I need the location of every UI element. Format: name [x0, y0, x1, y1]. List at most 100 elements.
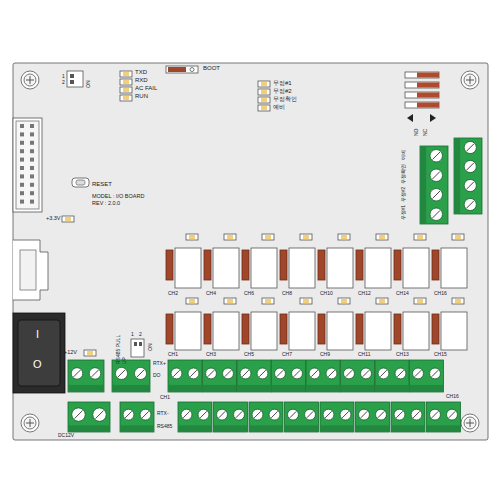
relay	[327, 312, 353, 350]
terminal-screw	[206, 368, 217, 379]
board-label: NC	[423, 129, 429, 136]
board-label: CH10	[320, 291, 333, 297]
led-body	[120, 95, 132, 101]
relay-driver	[432, 250, 439, 280]
switch-lever	[417, 83, 439, 88]
header-pin	[20, 183, 24, 187]
board-label: RESET	[92, 181, 112, 188]
terminal-screw	[240, 368, 251, 379]
terminal-block	[214, 402, 248, 432]
screw-slot	[30, 419, 31, 427]
header-pin	[20, 174, 24, 178]
terminal-block	[454, 138, 482, 214]
mount-screw	[464, 417, 476, 429]
board-label: O	[33, 358, 42, 370]
screw-slot	[225, 370, 232, 377]
reset-button	[72, 178, 89, 187]
arrow-symbol	[430, 114, 436, 122]
led-lens	[341, 235, 347, 239]
board-label: RXD	[135, 77, 148, 84]
terminal-block	[68, 360, 104, 392]
terminal-block	[237, 360, 271, 392]
led-lens	[379, 235, 385, 239]
screw-slot	[467, 163, 474, 170]
terminal-screw	[323, 409, 334, 420]
screw-slot	[380, 370, 387, 377]
terminal-screw	[394, 409, 405, 420]
board-label: CH8	[282, 291, 292, 297]
usb-port	[20, 250, 36, 290]
screw-slot	[277, 370, 284, 377]
screw-slot	[325, 411, 332, 418]
dip-switch	[67, 71, 83, 87]
terminal-lip	[214, 425, 248, 432]
terminal-screw	[309, 368, 320, 379]
terminal-block	[272, 360, 306, 392]
board-label: 무정#1	[273, 80, 292, 87]
terminal-block	[356, 402, 390, 432]
terminal-lip	[410, 385, 444, 392]
relay	[441, 312, 467, 350]
screw-slot	[467, 182, 474, 189]
screw-slot	[190, 370, 197, 377]
screw-slot	[449, 411, 456, 418]
screw-slot	[290, 411, 297, 418]
board-label: RS485 PULL UP	[116, 334, 127, 364]
led-lens	[261, 98, 267, 102]
board-label: TXD	[135, 69, 147, 76]
arrow-symbol	[407, 114, 413, 122]
led-lens	[379, 299, 385, 303]
screw-slot	[173, 370, 180, 377]
led-body	[186, 298, 198, 304]
screw-slot	[342, 411, 349, 418]
led-body	[262, 234, 274, 240]
terminal-screw	[198, 409, 209, 420]
screw-slot	[137, 370, 144, 377]
terminal-lip	[427, 425, 461, 432]
relay-driver	[280, 250, 287, 280]
relay-driver	[318, 250, 325, 280]
terminal-lip	[168, 385, 202, 392]
header-pin	[30, 158, 34, 162]
board-label: ON	[148, 344, 154, 352]
board-label: DO	[153, 373, 161, 379]
power-switch	[13, 313, 65, 393]
terminal-screw	[344, 368, 355, 379]
mount-hole	[461, 414, 479, 432]
terminal-lip	[178, 425, 212, 432]
terminal-screw	[252, 409, 263, 420]
led-body	[224, 234, 236, 240]
board-label: CH13	[396, 352, 409, 358]
board-label: CH3	[206, 352, 216, 358]
pin-header-inner	[16, 121, 39, 209]
led-body	[258, 89, 270, 95]
relay	[213, 312, 239, 350]
switch-body	[405, 92, 439, 98]
relay-driver	[204, 314, 211, 344]
screw-slot	[311, 370, 318, 377]
screw-slot	[397, 370, 404, 377]
relay	[213, 248, 239, 288]
relay-driver	[166, 314, 173, 344]
dip-lever	[70, 80, 74, 84]
board-label: CH16	[446, 394, 459, 400]
screw-slot	[470, 419, 471, 427]
terminal-lip	[391, 425, 425, 432]
dip-switch	[131, 339, 144, 357]
usb-connector	[13, 240, 48, 300]
led-body	[414, 298, 426, 304]
mount-hole	[21, 71, 39, 89]
led-lens	[261, 82, 267, 86]
relay	[289, 248, 315, 288]
led-lens	[417, 235, 423, 239]
terminal-lip	[203, 385, 237, 392]
relay	[175, 248, 201, 288]
relay-driver	[356, 250, 363, 280]
switch-body	[405, 72, 439, 78]
led-lens	[227, 299, 233, 303]
screw-slot	[219, 411, 226, 418]
terminal-screw	[123, 409, 134, 420]
terminal-screw	[395, 368, 406, 379]
led-lens	[265, 299, 271, 303]
